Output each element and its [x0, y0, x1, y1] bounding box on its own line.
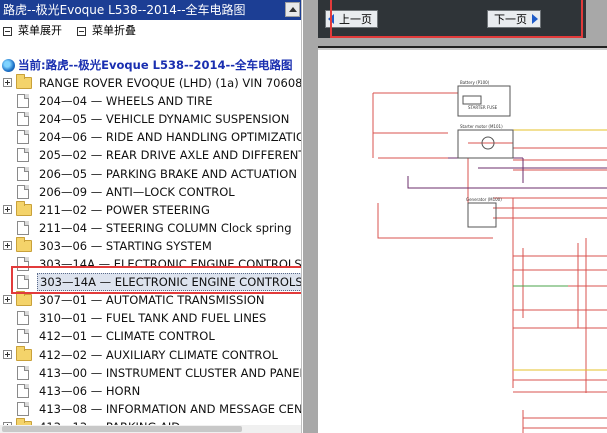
tree-item-label: 303—14A — ELECTRONIC ENGINE CONTROLS — [39, 257, 302, 271]
expand-plus-icon[interactable] — [3, 349, 12, 359]
tree-item[interactable]: RANGE ROVER EVOQUE (LHD) (1a) VIN 70608 — [0, 74, 302, 92]
battery-label: Battery (P100) — [460, 80, 490, 85]
expand-plus-icon[interactable] — [3, 240, 12, 250]
tree-item-label: 211—04 — STEERING COLUMN Clock spring — [39, 220, 292, 235]
horizontal-scrollbar[interactable] — [0, 425, 301, 433]
tree-title-bar: 路虎--极光Evoque L538--2014--全车电路图 — [0, 0, 301, 20]
tree-item[interactable]: 412—01 — CLIMATE CONTROL — [0, 327, 301, 345]
tree-item-label: 310—01 — FUEL TANK AND FUEL LINES — [39, 311, 267, 326]
tree-item-label: 413—08 — INFORMATION AND MESSAGE CENT — [39, 401, 302, 416]
collapse-all-button[interactable]: 菜单折叠 — [77, 22, 136, 40]
scroll-up-button[interactable] — [285, 2, 300, 17]
document-icon — [17, 401, 29, 416]
document-icon — [17, 184, 29, 199]
tree-item-label: 413—00 — INSTRUMENT CLUSTER AND PANEL — [39, 365, 302, 380]
next-page-button[interactable]: 下一页 — [487, 10, 541, 28]
tree-title: 路虎--极光Evoque L538--2014--全车电路图 — [3, 3, 246, 17]
page-top-rule — [318, 46, 607, 48]
expand-plus-icon[interactable] — [3, 204, 12, 214]
tree-item-label: 412—02 — AUXILIARY CLIMATE CONTROL — [39, 347, 278, 362]
tree-item[interactable]: 204—06 — RIDE AND HANDLING OPTIMIZATIO — [0, 128, 302, 146]
tree-item[interactable]: 413—08 — INFORMATION AND MESSAGE CENT — [0, 400, 302, 418]
tree-item[interactable]: 204—04 — WHEELS AND TIRE — [0, 92, 301, 110]
tree-item[interactable]: 204—05 — VEHICLE DYNAMIC SUSPENSION — [0, 110, 301, 128]
page-toolbar: 上一页 下一页 — [318, 0, 586, 38]
document-icon — [17, 383, 29, 398]
current-location-label: 当前:路虎--极光Evoque L538--2014--全车电路图 — [18, 58, 293, 72]
tree-item-label: 303—14A — ELECTRONIC ENGINE CONTROLS — [37, 273, 301, 292]
tree-item-label: 413—06 — HORN — [39, 383, 141, 398]
generator-label: Generator (M100) — [466, 197, 502, 202]
tree-item-label: 412—01 — CLIMATE CONTROL — [39, 329, 215, 344]
document-icon — [17, 94, 29, 109]
tree-item[interactable]: 205—02 — REAR DRIVE AXLE AND DIFFERENT — [0, 146, 302, 164]
document-icon — [17, 112, 29, 127]
chapter-tree-pane: 路虎--极光Evoque L538--2014--全车电路图 菜单展开 菜单折叠… — [0, 0, 302, 433]
next-page-label: 下一页 — [494, 13, 527, 26]
tree-item-label: 303—06 — STARTING SYSTEM — [39, 238, 212, 253]
document-icon — [17, 311, 29, 326]
tree-item[interactable]: 303—14A — ELECTRONIC ENGINE CONTROLS — [0, 255, 302, 273]
tree-item[interactable]: 412—02 — AUXILIARY CLIMATE CONTROL — [0, 345, 301, 364]
tree-item[interactable]: 206—09 — ANTI—LOCK CONTROL — [0, 183, 301, 201]
document-icon — [17, 148, 29, 163]
scrollbar-thumb[interactable] — [2, 426, 242, 432]
collapse-all-label: 菜单折叠 — [92, 24, 136, 37]
expand-all-button[interactable]: 菜单展开 — [3, 22, 62, 40]
diagram-viewer: 上一页 下一页 — [303, 0, 607, 433]
document-icon — [17, 275, 29, 290]
expand-plus-icon[interactable] — [3, 295, 12, 305]
document-icon — [17, 130, 29, 145]
tree-item[interactable]: 211—04 — STEERING COLUMN Clock spring — [0, 219, 301, 237]
tree-item-label: 206—09 — ANTI—LOCK CONTROL — [39, 184, 235, 199]
tree-item-label: 307—01 — AUTOMATIC TRANSMISSION — [39, 293, 265, 308]
tree-item-label: 206—05 — PARKING BRAKE AND ACTUATION — [39, 166, 297, 181]
arrow-right-icon — [532, 14, 538, 24]
document-icon — [17, 220, 29, 235]
starter-fuse-label: STARTER FUSE — [468, 105, 498, 110]
tree-item[interactable]: 303—14A — ELECTRONIC ENGINE CONTROLS — [0, 273, 301, 292]
menu-icon — [3, 26, 12, 36]
document-icon — [17, 166, 29, 181]
tree-item[interactable]: 413—00 — INSTRUMENT CLUSTER AND PANEL — [0, 364, 302, 382]
tree-item[interactable]: 307—01 — AUTOMATIC TRANSMISSION — [0, 291, 301, 309]
tree-item-label: 204—05 — VEHICLE DYNAMIC SUSPENSION — [39, 112, 290, 127]
previous-page-button[interactable]: 上一页 — [325, 10, 378, 28]
tree-item[interactable]: 303—06 — STARTING SYSTEM — [0, 236, 301, 255]
menu-toolbar: 菜单展开 菜单折叠 — [0, 22, 301, 40]
arrow-left-icon — [328, 14, 334, 24]
starter-motor-label: Starter motor (M101) — [460, 124, 503, 129]
wiring-diagram: Battery (P100) STARTER FUSE Starter moto… — [318, 48, 607, 433]
tree-item[interactable]: 211—02 — POWER STEERING — [0, 200, 301, 219]
current-location[interactable]: 当前:路虎--极光Evoque L538--2014--全车电路图 — [0, 55, 301, 75]
tree-item-label: 204—04 — WHEELS AND TIRE — [39, 94, 213, 109]
folder-icon — [16, 345, 32, 361]
previous-page-label: 上一页 — [339, 13, 372, 26]
menu-icon — [77, 26, 86, 36]
expand-plus-icon[interactable] — [3, 78, 12, 87]
expand-all-label: 菜单展开 — [18, 24, 62, 37]
globe-icon — [2, 58, 15, 72]
folder-icon — [16, 236, 32, 252]
folder-icon — [16, 200, 32, 216]
tree-item-label: RANGE ROVER EVOQUE (LHD) (1a) VIN 70608 — [39, 76, 302, 90]
folder-icon — [16, 74, 32, 89]
tree-item[interactable]: 206—05 — PARKING BRAKE AND ACTUATION — [0, 165, 301, 183]
tree-item-label: 211—02 — POWER STEERING — [39, 202, 210, 217]
folder-icon — [16, 291, 32, 307]
tree-item[interactable]: 413—06 — HORN — [0, 382, 301, 400]
document-icon — [17, 365, 29, 380]
wiring-diagram-page: Battery (P100) STARTER FUSE Starter moto… — [318, 46, 607, 433]
document-icon — [17, 257, 29, 271]
document-icon — [17, 329, 29, 344]
tree-item-label: 205—02 — REAR DRIVE AXLE AND DIFFERENT — [39, 148, 302, 163]
tree-item-label: 204—06 — RIDE AND HANDLING OPTIMIZATIO — [39, 130, 302, 145]
tree-item[interactable]: 310—01 — FUEL TANK AND FUEL LINES — [0, 309, 301, 327]
